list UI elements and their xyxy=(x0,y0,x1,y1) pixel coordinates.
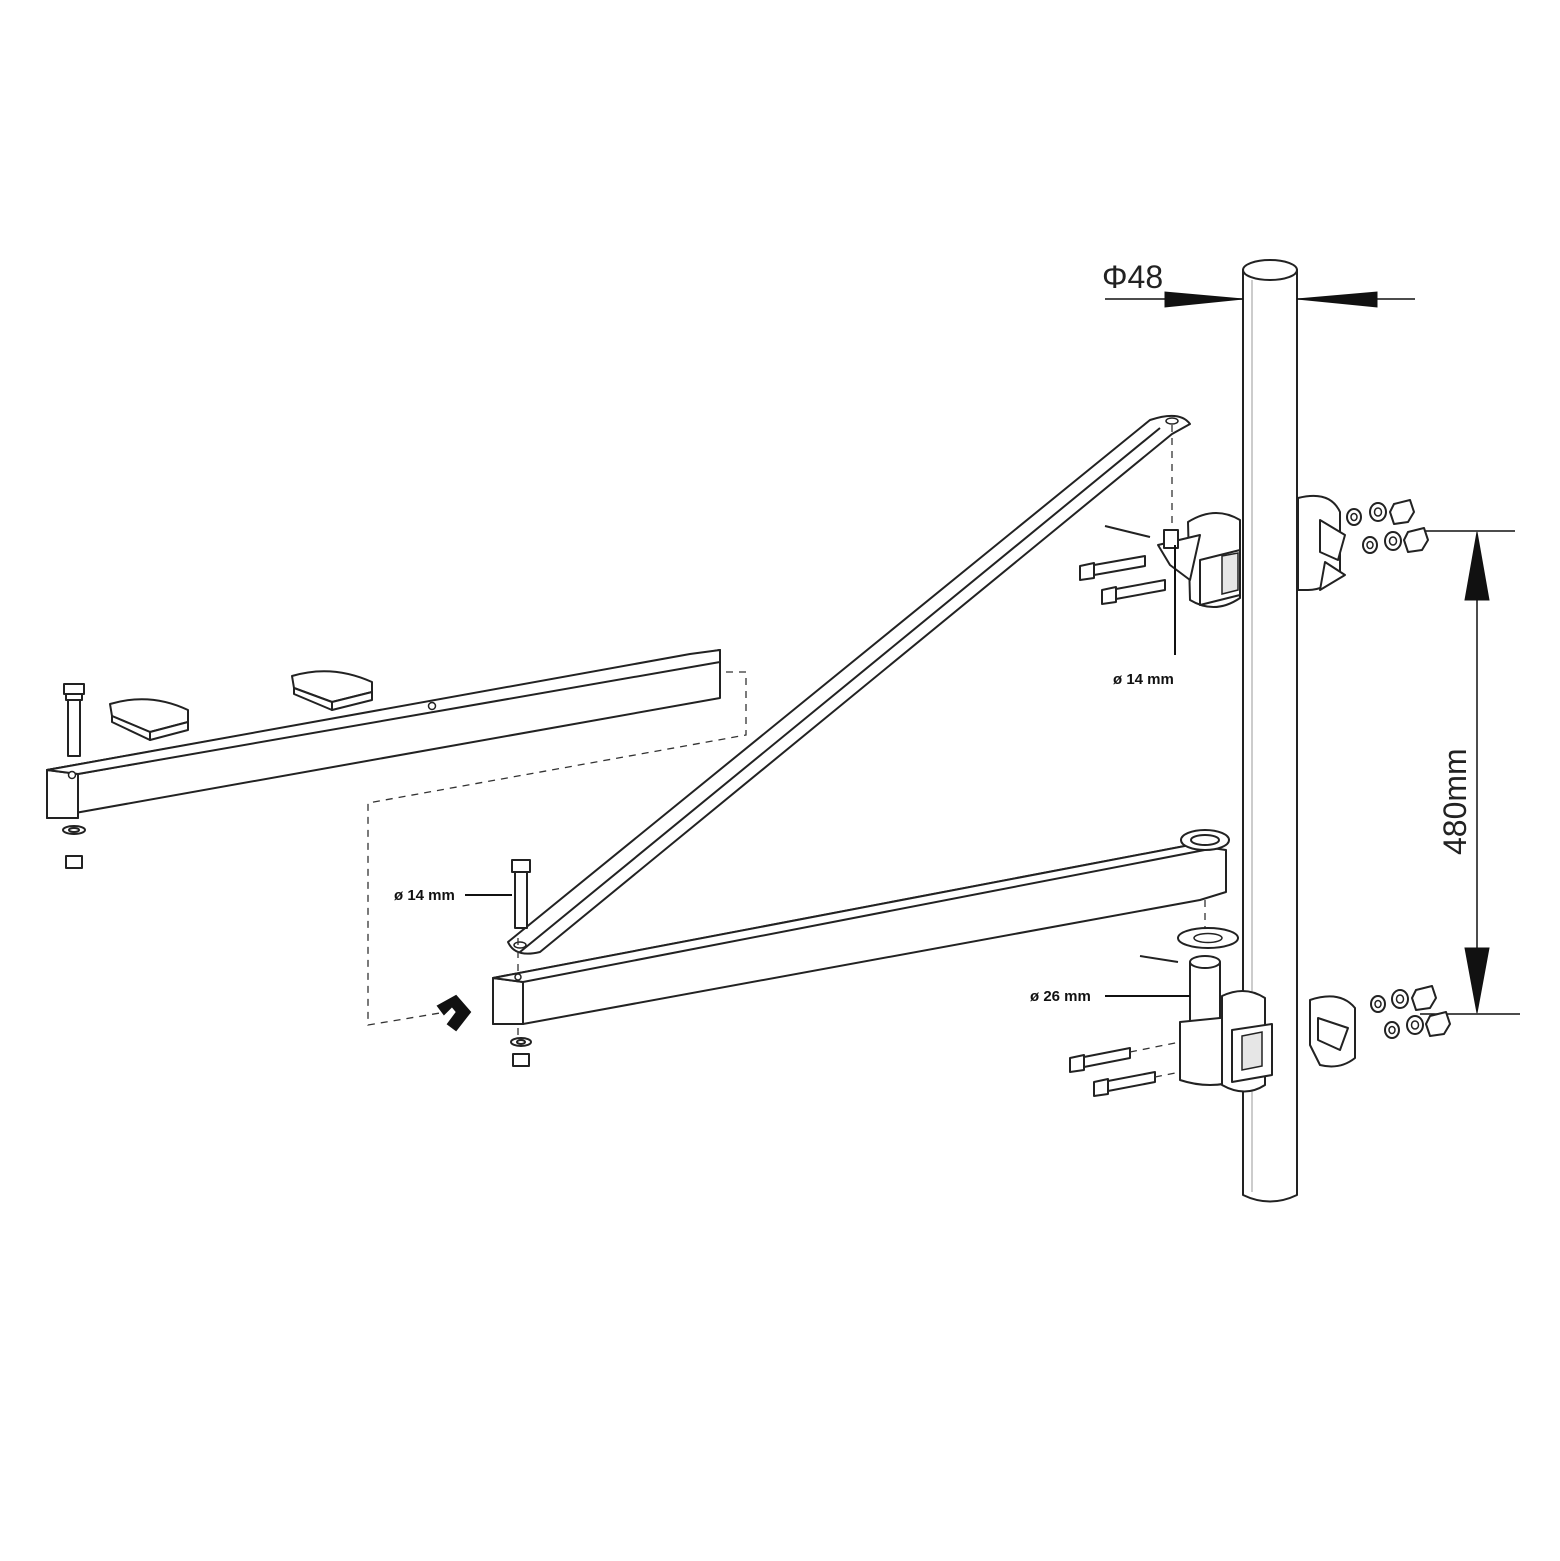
upper-clamp-assembly xyxy=(1079,494,1346,608)
lower-washers-nuts xyxy=(1370,985,1451,1039)
lower-clamp-assembly xyxy=(1069,927,1356,1097)
angle-connector xyxy=(436,994,472,1032)
beam-end-cap-2 xyxy=(291,670,373,711)
pipe-diameter-dimension: Φ48 xyxy=(1102,259,1415,308)
brace-pin-bolt xyxy=(510,859,532,1067)
clamp-spacing-dimension: 480mm xyxy=(1420,530,1520,1015)
beam-end-bolt xyxy=(62,683,86,869)
main-arm-beam xyxy=(492,829,1230,1025)
beam-end-cap-1 xyxy=(109,698,189,741)
vertical-pipe xyxy=(1242,259,1298,1203)
brace-pin-diameter-label: ø 14 mm xyxy=(394,887,455,904)
diagonal-brace xyxy=(507,414,1191,955)
upper-washers-nuts xyxy=(1346,499,1429,554)
assembly-guide-line xyxy=(367,671,747,1026)
pipe-diameter-label: Φ48 xyxy=(1102,259,1163,295)
extension-beam xyxy=(46,649,721,819)
clamp-spacing-label: 480mm xyxy=(1437,748,1473,855)
pivot-pin-diameter-label: ø 26 mm xyxy=(1030,988,1091,1005)
upper-pin-diameter-label: ø 14 mm xyxy=(1113,671,1174,688)
